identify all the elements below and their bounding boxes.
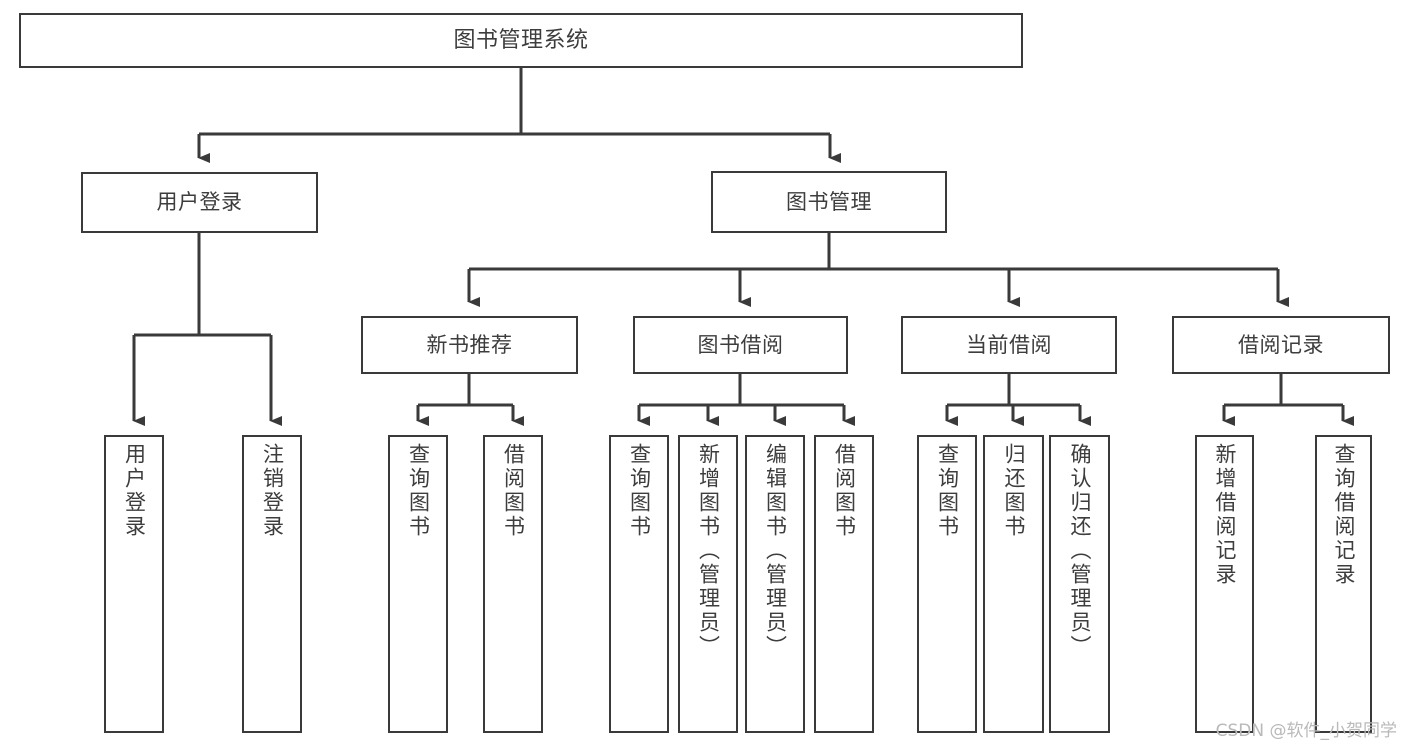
node-leaf-query-book-2[interactable]: 查询图书 [609, 435, 669, 733]
node-leaf-user-logout[interactable]: 注销登录 [242, 435, 302, 733]
node-label-leaf-user-logout: 注销登录 [260, 443, 285, 539]
node-leaf-query-book-3[interactable]: 查询图书 [917, 435, 977, 733]
node-label-leaf-confirm-return: 确认归还（管理员） [1068, 443, 1092, 659]
node-label-current-borrow: 当前借阅 [966, 332, 1052, 357]
node-label-leaf-add-book: 新增图书（管理员） [696, 443, 721, 659]
node-label-root: 图书管理系统 [453, 27, 589, 53]
node-new-book-rec[interactable]: 新书推荐 [361, 316, 578, 374]
node-root[interactable]: 图书管理系统 [19, 13, 1023, 68]
node-label-leaf-query-book-2: 查询图书 [627, 443, 652, 539]
node-label-leaf-user-login: 用户登录 [122, 443, 147, 539]
node-current-borrow[interactable]: 当前借阅 [901, 316, 1117, 374]
node-label-book-borrow: 图书借阅 [697, 332, 784, 357]
node-label-new-book-rec: 新书推荐 [426, 332, 513, 357]
node-leaf-add-record[interactable]: 新增借阅记录 [1195, 435, 1254, 733]
node-leaf-confirm-return[interactable]: 确认归还（管理员） [1049, 435, 1110, 733]
node-leaf-borrow-book-2[interactable]: 借阅图书 [814, 435, 874, 733]
node-book-borrow[interactable]: 图书借阅 [633, 316, 848, 374]
node-label-leaf-query-book-3: 查询图书 [935, 443, 960, 539]
node-label-leaf-query-book-1: 查询图书 [406, 443, 431, 539]
node-label-book-manage: 图书管理 [786, 189, 872, 214]
node-label-leaf-return-book: 归还图书 [1002, 443, 1026, 539]
node-leaf-query-book-1[interactable]: 查询图书 [388, 435, 448, 733]
node-label-leaf-borrow-book-2: 借阅图书 [832, 443, 857, 539]
node-label-leaf-add-record: 新增借阅记录 [1213, 443, 1237, 587]
node-user-login[interactable]: 用户登录 [81, 172, 318, 233]
node-leaf-edit-book[interactable]: 编辑图书（管理员） [745, 435, 805, 733]
node-label-user-login: 用户登录 [156, 190, 243, 215]
node-leaf-return-book[interactable]: 归还图书 [983, 435, 1044, 733]
node-borrow-record[interactable]: 借阅记录 [1172, 316, 1390, 374]
node-leaf-borrow-book-1[interactable]: 借阅图书 [483, 435, 543, 733]
node-label-leaf-borrow-book-1: 借阅图书 [501, 443, 526, 539]
node-label-borrow-record: 借阅记录 [1238, 332, 1324, 357]
node-leaf-user-login[interactable]: 用户登录 [104, 435, 164, 733]
node-book-manage[interactable]: 图书管理 [711, 171, 947, 233]
node-label-leaf-query-record: 查询借阅记录 [1332, 443, 1356, 587]
node-leaf-query-record[interactable]: 查询借阅记录 [1315, 435, 1372, 733]
watermark: CSDN @软件_小贺同学 [1215, 721, 1397, 741]
node-leaf-add-book[interactable]: 新增图书（管理员） [678, 435, 738, 733]
node-label-leaf-edit-book: 编辑图书（管理员） [763, 443, 788, 659]
